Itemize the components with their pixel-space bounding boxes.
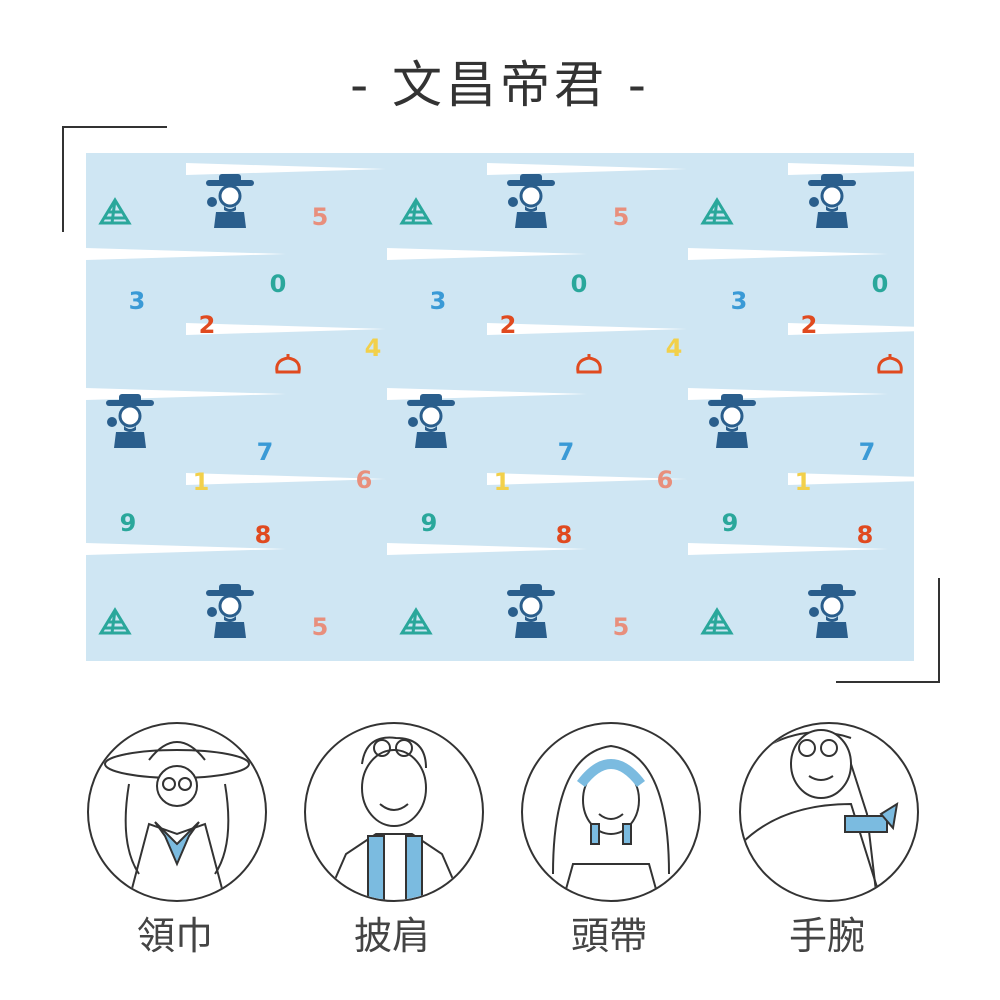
pattern-digit: 9 [420,509,438,537]
pattern-digit: 3 [429,287,447,315]
white-streak [86,248,286,260]
pattern-digit: 7 [256,438,274,466]
pattern-digit: 9 [119,509,137,537]
steamed-bun-icon [273,352,303,384]
wenchang-deity-icon [503,172,559,238]
pattern-digit: 7 [858,438,876,466]
white-streak [387,543,587,555]
white-streak [487,163,687,175]
pattern-digit: 3 [128,287,146,315]
pattern-digit: 4 [364,334,382,362]
pattern-digit: 1 [192,468,210,496]
white-streak [186,163,386,175]
pattern-digit: 4 [665,334,683,362]
pattern-digit: 2 [800,311,818,339]
pattern-digit: 8 [555,521,573,549]
pattern-digit: 0 [570,270,588,298]
corner-bracket-top-left [62,126,167,232]
white-streak [86,543,286,555]
wenchang-deity-icon [804,172,860,238]
usage-label-wrist: 手腕 [788,914,865,958]
pattern-digit: 6 [355,466,373,494]
wenchang-deity-icon [403,392,459,458]
pattern-digit: 3 [730,287,748,315]
pattern-digit: 8 [856,521,874,549]
white-streak [387,248,587,260]
white-streak [788,473,914,485]
avatar-shawl [304,722,484,902]
pattern-digit: 5 [311,613,329,641]
pattern-digit: 5 [311,203,329,231]
white-streak [186,323,386,335]
wenchang-deity-icon [102,392,158,458]
triangle-charm-icon [98,197,132,233]
pattern-digit: 1 [493,468,511,496]
wenchang-deity-icon [202,172,258,238]
page-title: - 文昌帝君 - [350,56,650,114]
white-streak [788,323,914,335]
white-streak [688,543,888,555]
pattern-digit: 1 [794,468,812,496]
usage-label-shawl: 披肩 [353,914,430,958]
white-streak [186,473,386,485]
fabric-pattern: 465032471698550324716985503271985 [86,153,914,661]
triangle-charm-icon [98,607,132,643]
pattern-digit: 0 [269,270,287,298]
wenchang-deity-icon [704,392,760,458]
avatar-neckerchief [87,722,267,902]
pattern-digit: 7 [557,438,575,466]
steamed-bun-icon [875,352,905,384]
triangle-charm-icon [399,197,433,233]
white-streak [688,248,888,260]
wenchang-deity-icon [503,582,559,648]
pattern-digit: 5 [612,613,630,641]
avatar-wrist [739,722,919,902]
pattern-digit: 6 [656,466,674,494]
pattern-digit: 2 [499,311,517,339]
corner-bracket-bottom-right [836,578,940,683]
wenchang-deity-icon [804,582,860,648]
white-streak [487,473,687,485]
avatar-headband [521,722,701,902]
pattern-digit: 9 [721,509,739,537]
usage-label-headband: 頭帶 [570,914,647,958]
triangle-charm-icon [700,607,734,643]
pattern-digit: 5 [612,203,630,231]
white-streak [788,163,914,175]
pattern-digit: 0 [871,270,889,298]
triangle-charm-icon [399,607,433,643]
usage-label-neckerchief: 領巾 [136,914,213,958]
white-streak [487,323,687,335]
wenchang-deity-icon [202,582,258,648]
pattern-digit: 2 [198,311,216,339]
pattern-digit: 8 [254,521,272,549]
triangle-charm-icon [700,197,734,233]
steamed-bun-icon [574,352,604,384]
